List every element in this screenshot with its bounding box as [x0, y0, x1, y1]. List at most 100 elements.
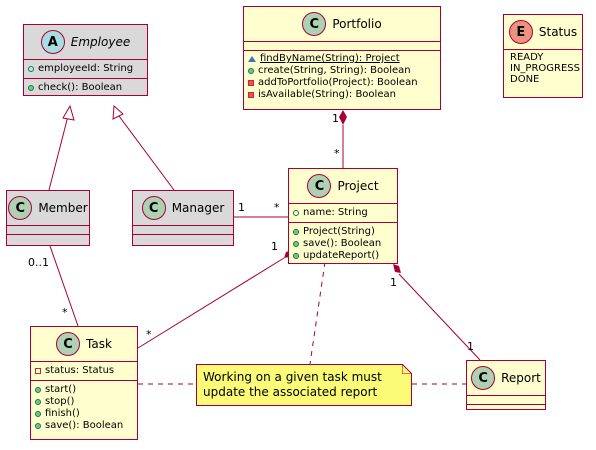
class-icon: C	[307, 174, 332, 198]
portfolio-class-name: Portfolio	[332, 17, 382, 31]
field-text: employeeId: String	[38, 63, 134, 74]
composition-diamond-project-report	[393, 264, 401, 273]
task-class[interactable]: C Task status: Status start() stop() fin…	[30, 326, 138, 440]
note-project-link	[309, 261, 326, 365]
report-class-name: Report	[501, 371, 541, 385]
private-method-icon	[248, 80, 254, 86]
employee-header: A Employee	[24, 25, 147, 59]
public-method-icon	[293, 241, 299, 247]
method-row: findByName(String): Project	[248, 53, 436, 65]
public-field-icon	[28, 66, 34, 72]
method-text: save(): Boolean	[45, 420, 124, 431]
field-text: name: String	[303, 207, 368, 218]
field-row: employeeId: String	[28, 63, 143, 75]
manager-header: C Manager	[133, 191, 233, 225]
method-text: addToPortfolio(Project): Boolean	[258, 77, 418, 88]
method-text: create(String, String): Boolean	[258, 65, 411, 76]
public-method-icon	[35, 411, 41, 417]
member-class[interactable]: C Member	[6, 190, 90, 246]
status-enum-name: Status	[538, 25, 578, 39]
project-class[interactable]: C Project name: String Project(String) s…	[288, 168, 398, 264]
method-text: updateReport()	[303, 250, 380, 261]
report-fields	[467, 395, 545, 404]
employee-fields: employeeId: String	[24, 59, 147, 78]
multiplicity-label: *	[146, 328, 152, 341]
member-task-line	[49, 245, 79, 327]
status-header: E Status	[504, 15, 582, 49]
multiplicity-label: *	[334, 147, 340, 160]
member-fields	[7, 225, 89, 234]
member-class-name: Member	[38, 201, 88, 215]
manager-methods	[133, 234, 233, 243]
method-row: updateReport()	[293, 250, 393, 262]
report-header: C Report	[467, 361, 545, 395]
public-method-icon	[35, 387, 41, 393]
public-method-icon	[35, 423, 41, 429]
method-row: isAvailable(String): Boolean	[248, 89, 436, 101]
status-enum[interactable]: E Status READY IN_PROGRESS DONE	[503, 14, 583, 98]
class-icon: C	[471, 366, 496, 390]
method-row: finish()	[35, 408, 133, 420]
member-header: C Member	[7, 191, 89, 225]
multiplicity-label: 0..1	[28, 256, 49, 269]
project-fields: name: String	[289, 203, 397, 222]
employee-class[interactable]: A Employee employeeId: String check(): B…	[23, 24, 148, 96]
report-class[interactable]: C Report	[466, 360, 546, 410]
method-text: start()	[45, 384, 77, 395]
status-literals: READY IN_PROGRESS DONE	[504, 49, 582, 87]
method-text: save(): Boolean	[303, 238, 382, 249]
note-line-2: update the associated report	[203, 385, 378, 399]
multiplicity-label: 1	[390, 276, 397, 289]
method-row: start()	[35, 384, 133, 396]
project-header: C Project	[289, 169, 397, 203]
enum-literal: IN_PROGRESS	[510, 62, 580, 74]
multiplicity-label: *	[274, 201, 280, 214]
portfolio-fields	[244, 41, 440, 50]
abstract-class-icon: A	[40, 30, 65, 54]
public-field-icon	[293, 210, 299, 216]
task-methods: start() stop() finish() save(): Boolean	[31, 380, 137, 435]
public-method-icon	[248, 68, 254, 74]
note-fold-icon	[402, 364, 412, 374]
multiplicity-label: 1	[271, 240, 278, 253]
enum-icon: E	[508, 20, 533, 44]
composition-diamond-portfolio	[339, 110, 347, 125]
multiplicity-label: 1	[332, 112, 339, 125]
portfolio-header: C Portfolio	[244, 7, 440, 41]
generalization-arrow-member	[62, 104, 75, 121]
report-methods	[467, 404, 545, 413]
class-icon: C	[8, 196, 33, 220]
member-inherits-employee-line	[48, 115, 69, 191]
method-text: Project(String)	[303, 226, 375, 237]
method-row: stop()	[35, 396, 133, 408]
field-text: status: Status	[45, 365, 115, 376]
employee-methods: check(): Boolean	[24, 78, 147, 97]
method-row: save(): Boolean	[35, 420, 133, 432]
project-class-name: Project	[337, 179, 379, 193]
method-text: finish()	[45, 408, 80, 419]
class-icon: C	[141, 196, 166, 220]
field-row: status: Status	[35, 365, 133, 377]
enum-literal: READY	[510, 51, 544, 63]
class-icon: C	[302, 12, 327, 36]
project-report-line	[398, 273, 481, 361]
field-row: name: String	[293, 207, 393, 219]
public-method-icon	[293, 253, 299, 259]
multiplicity-label: *	[62, 306, 68, 319]
manager-class[interactable]: C Manager	[132, 190, 234, 246]
method-text: stop()	[45, 396, 75, 407]
method-text: isAvailable(String): Boolean	[258, 89, 396, 100]
note[interactable]: Working on a given task must update the …	[196, 364, 412, 406]
manager-inherits-employee-line	[118, 115, 175, 191]
multiplicity-label: 1	[467, 340, 474, 353]
method-row: Project(String)	[293, 226, 393, 238]
employee-class-name: Employee	[70, 35, 131, 49]
class-icon: C	[56, 332, 81, 356]
method-row: check(): Boolean	[28, 82, 143, 94]
public-method-icon	[35, 399, 41, 405]
method-row: save(): Boolean	[293, 238, 393, 250]
manager-class-name: Manager	[171, 201, 225, 215]
project-task-line	[137, 257, 285, 349]
method-text: findByName(String): Project	[260, 53, 400, 64]
portfolio-class[interactable]: C Portfolio findByName(String): Project …	[243, 6, 441, 110]
